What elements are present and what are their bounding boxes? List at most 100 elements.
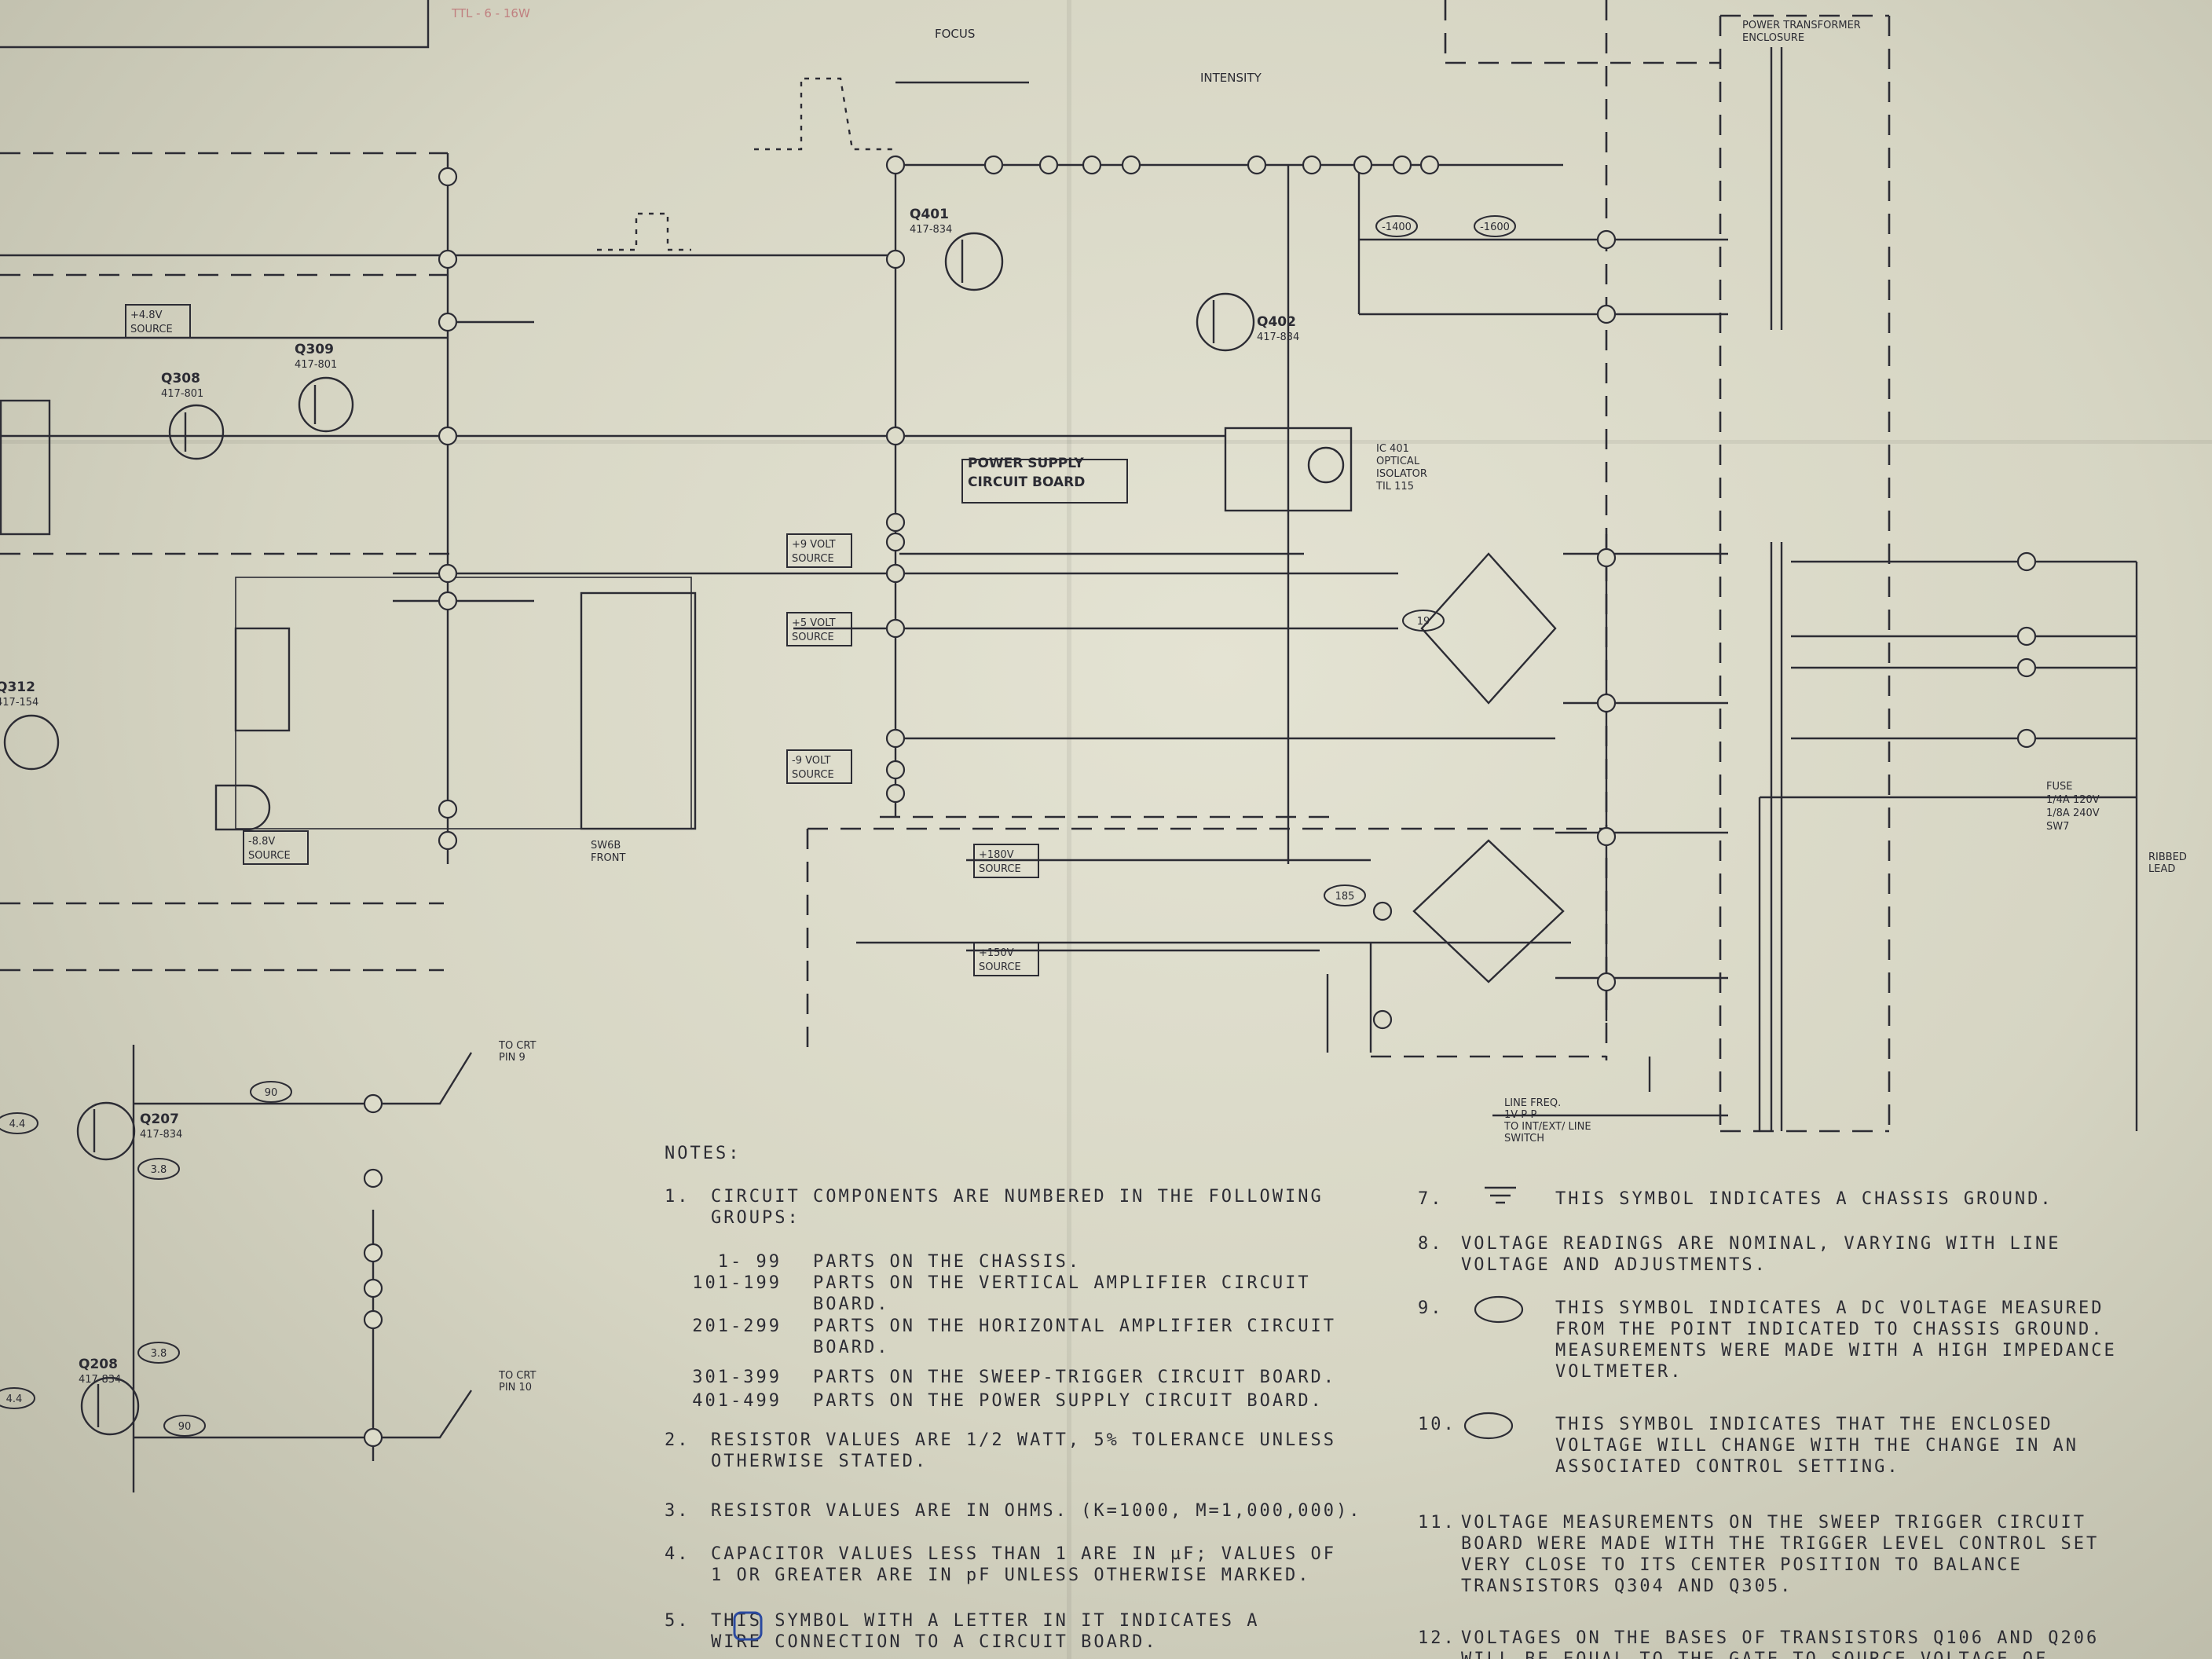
optical-isolator-label: ISOLATOR (1376, 468, 1427, 480)
fuse-label: 1/8A 240V (2046, 808, 2100, 819)
note-line: VOLTAGE MEASUREMENTS ON THE SWEEP TRIGGE… (1461, 1513, 2086, 1533)
note-group-desc: PARTS ON THE CHASSIS. (813, 1252, 1081, 1272)
wire-connection-symbol (733, 1611, 763, 1641)
line-freq-label: 1V P-P (1504, 1109, 1537, 1121)
ribbed-lead-label: RIBBED (2148, 851, 2187, 863)
transformer-t1 (1770, 47, 1783, 330)
connection-node (1372, 901, 1393, 921)
wiring (0, 81, 2138, 1492)
transistor-label-q401: Q401 (910, 207, 949, 222)
note-line: 1 OR GREATER ARE IN pF UNLESS OTHERWISE … (711, 1566, 1311, 1585)
to-crt-pin9-label: PIN 9 (499, 1052, 526, 1064)
connection-node (438, 167, 458, 187)
plus-9v-source-box (786, 533, 852, 568)
note-line: OTHERWISE STATED. (711, 1452, 928, 1471)
note-group-desc: PARTS ON THE VERTICAL AMPLIFIER CIRCUIT (813, 1273, 1311, 1293)
minus-9v-source-label: SOURCE (792, 769, 834, 781)
voltage-reading-ellipse (163, 1415, 206, 1437)
connection-node (438, 426, 458, 446)
chassis-ground-symbol (1485, 1186, 1516, 1204)
note-line: VOLTAGES ON THE BASES OF TRANSISTORS Q10… (1461, 1628, 2099, 1648)
plus-150v-source-label: +150V (979, 947, 1014, 959)
voltage-reading: -1600 (1480, 222, 1510, 233)
voltage-reading-ellipse (250, 1081, 292, 1103)
voltage-reading-ellipse (1402, 610, 1445, 632)
connection-node (885, 760, 906, 780)
connection-node (1419, 155, 1440, 175)
fuse-label: FUSE (2046, 781, 2072, 793)
transistor-part-q401: 417-834 (910, 224, 952, 236)
connection-node (438, 312, 458, 332)
note-line: WIRE CONNECTION TO A CIRCUIT BOARD. (711, 1632, 1158, 1652)
note-line: VOLTMETER. (1555, 1362, 1683, 1382)
optical-isolator-label: TIL 115 (1375, 481, 1414, 493)
voltage-reading-ellipse (0, 1112, 38, 1134)
voltage-reading-ellipse (0, 1387, 35, 1409)
voltage-reading: 90 (265, 1087, 278, 1099)
connection-node (885, 532, 906, 552)
switch-sw6b-label: SW6B (591, 840, 621, 851)
plus-180v-source-label: +180V (979, 849, 1014, 861)
connection-node (438, 249, 458, 269)
note-number: 3. (665, 1501, 690, 1521)
voltage-reading-ellipse (137, 1342, 180, 1364)
connection-node (1082, 155, 1102, 175)
note-group-desc: PARTS ON THE HORIZONTAL AMPLIFIER CIRCUI… (813, 1317, 1336, 1336)
transistor-q208 (80, 1376, 140, 1436)
plus-4v8-source-box (125, 304, 191, 339)
connection-node (1596, 304, 1617, 324)
note-line: THIS SYMBOL INDICATES A DC VOLTAGE MEASU… (1555, 1298, 2104, 1318)
connection-node (1372, 1009, 1393, 1030)
note-line: BOARD WERE MADE WITH THE TRIGGER LEVEL C… (1461, 1534, 2099, 1554)
connection-node (2016, 728, 2037, 749)
voltage-reading-ellipse (1474, 215, 1516, 237)
connection-node (438, 830, 458, 851)
plus-5v-source-label: SOURCE (792, 632, 834, 643)
note-number: 12. (1418, 1628, 1456, 1648)
connection-node (1038, 155, 1059, 175)
note-group-range: 401-499 (692, 1391, 782, 1411)
minus-9v-source-label: -9 VOLT (792, 755, 830, 767)
note-group-desc: BOARD. (813, 1295, 889, 1314)
connection-node (885, 563, 906, 584)
note-group-desc: PARTS ON THE POWER SUPPLY CIRCUIT BOARD. (813, 1391, 1324, 1411)
to-crt-pin10-label: PIN 10 (499, 1382, 532, 1393)
connection-node (363, 1427, 383, 1448)
minus-9v-source-box (786, 749, 852, 784)
power-supply-board-frame (961, 459, 1128, 504)
power-supply-board-label: CIRCUIT BOARD (968, 474, 1085, 490)
transistor-part-q208: 417-834 (79, 1374, 121, 1386)
bridge-rectifier-upper (1420, 552, 1557, 705)
transistor-part-q308: 417-801 (161, 388, 203, 400)
transistor-label-q402: Q402 (1257, 314, 1296, 330)
note-line: MEASUREMENTS WERE MADE WITH A HIGH IMPED… (1555, 1341, 2117, 1361)
connection-node (363, 1168, 383, 1188)
transistor-q402 (1196, 292, 1255, 352)
connection-node (885, 728, 906, 749)
note-line: VOLTAGE READINGS ARE NOMINAL, VARYING WI… (1461, 1234, 2061, 1254)
note-group-desc: PARTS ON THE SWEEP-TRIGGER CIRCUIT BOARD… (813, 1368, 1336, 1387)
voltage-reading: 3.8 (151, 1164, 167, 1176)
note-number: 9. (1418, 1298, 1444, 1318)
optical-isolator-label: OPTICAL (1376, 456, 1420, 467)
note-number: 8. (1418, 1234, 1444, 1254)
fuse-label: 1/4A 120V (2046, 794, 2100, 806)
note-line: CIRCUIT COMPONENTS ARE NUMBERED IN THE F… (711, 1187, 1324, 1207)
transistor-q308 (168, 404, 225, 460)
fuse-label: SW7 (2046, 821, 2069, 833)
switch-sw6b-label: FRONT (591, 852, 625, 864)
note-line: FROM THE POINT INDICATED TO CHASSIS GROU… (1555, 1320, 2104, 1339)
transistor-part-q312: 417-154 (0, 697, 38, 709)
bridge-rectifier-lower (1412, 839, 1565, 983)
paper-fold-horizontal (0, 440, 2212, 444)
transistor-part-q309: 417-801 (295, 359, 337, 371)
transistor-part-q402: 417-834 (1257, 331, 1299, 343)
voltage-reading: 185 (1335, 891, 1355, 903)
voltage-reading: -1400 (1382, 222, 1412, 233)
minus-8v8-source-box (243, 830, 309, 865)
connection-node (885, 155, 906, 175)
connection-node (363, 1309, 383, 1330)
switch-sw6b (580, 591, 697, 830)
